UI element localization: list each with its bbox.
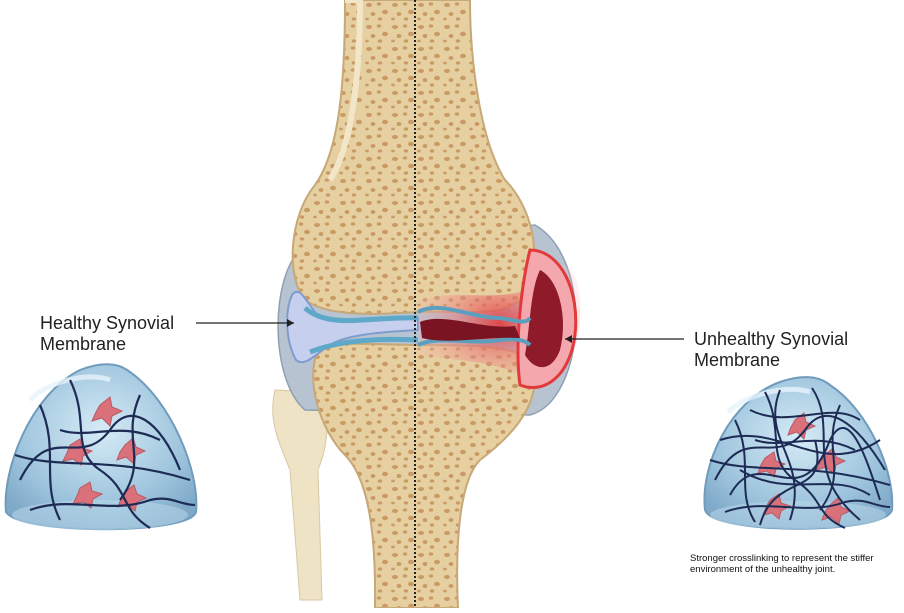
healthy-hydrogel-dome — [6, 364, 197, 530]
unhealthy-label-line2: Membrane — [694, 350, 848, 371]
stiffness-caption-line1: Stronger crosslinking to represent the s… — [690, 553, 874, 564]
unhealthy-hydrogel-dome — [704, 377, 892, 529]
stiffness-caption-line2: environment of the unhealthy joint. — [690, 564, 874, 575]
unhealthy-label: Unhealthy Synovial Membrane — [694, 329, 848, 371]
healthy-label-line2: Membrane — [40, 334, 174, 355]
fibula — [273, 390, 327, 600]
tibia — [313, 344, 534, 608]
femur — [293, 0, 535, 314]
unhealthy-label-line1: Unhealthy Synovial — [694, 329, 848, 350]
healthy-label: Healthy Synovial Membrane — [40, 313, 174, 355]
stiffness-caption: Stronger crosslinking to represent the s… — [690, 553, 874, 575]
healthy-label-line1: Healthy Synovial — [40, 313, 174, 334]
